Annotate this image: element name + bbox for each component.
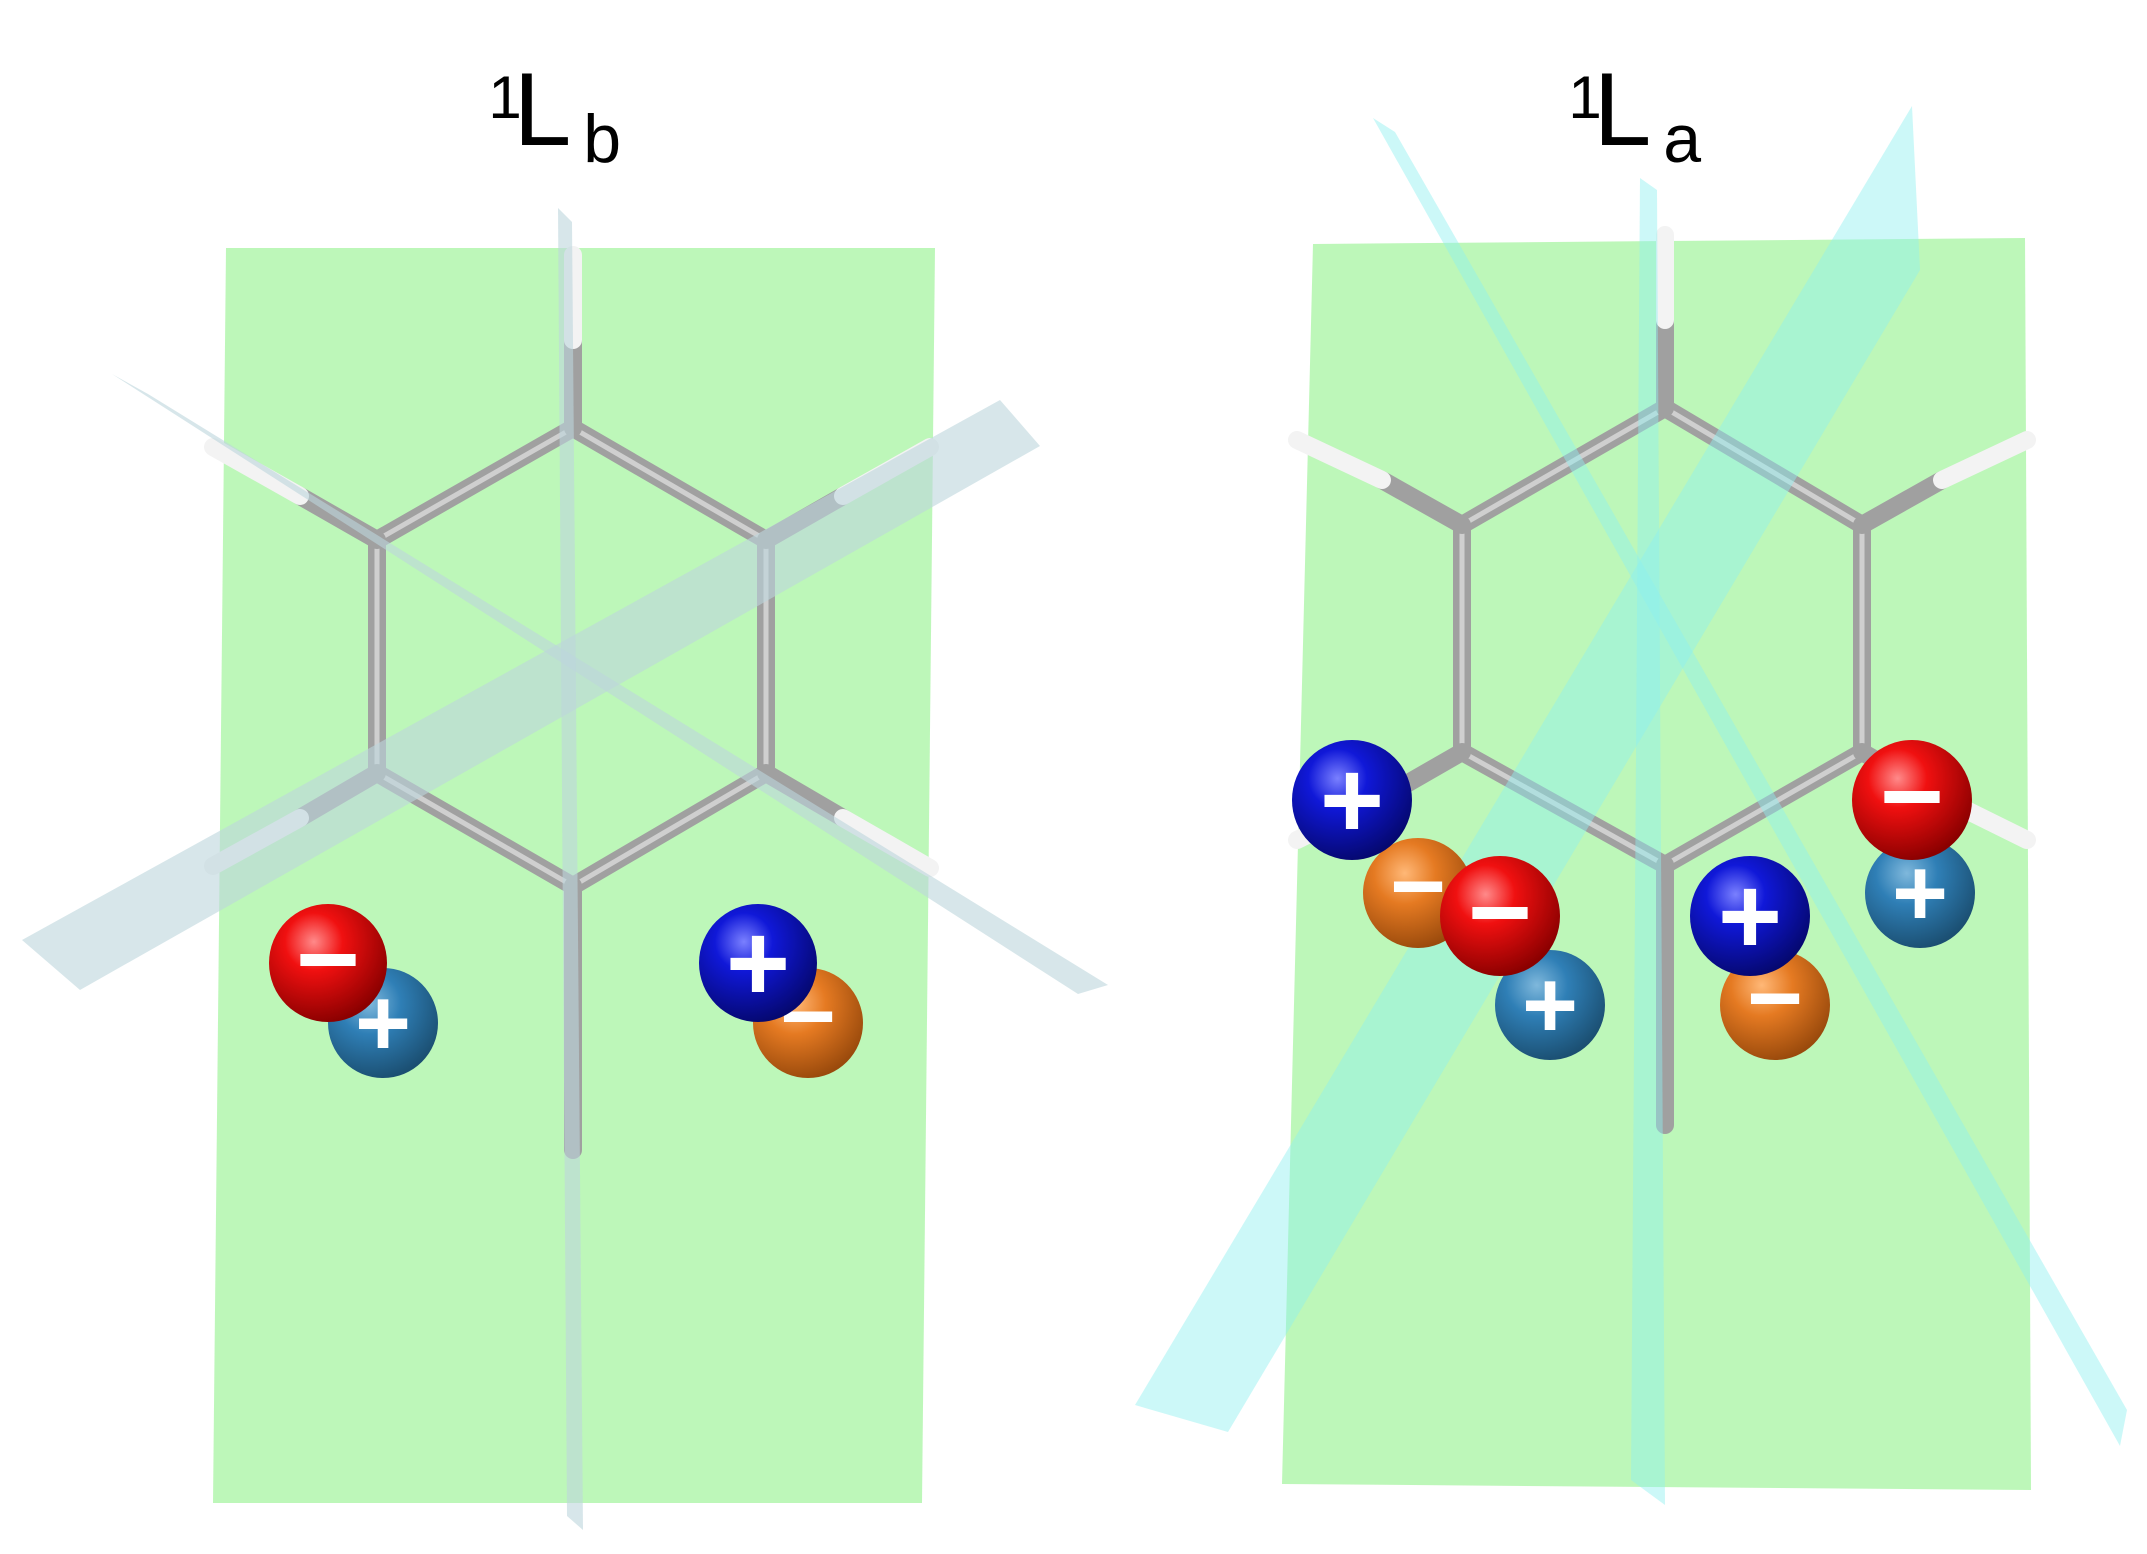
svg-text:+: +	[1718, 855, 1782, 978]
charge-pair-la-2: + −	[1440, 851, 1605, 1060]
symmetry-plane-lb-3	[22, 400, 1040, 990]
svg-text:+: +	[1320, 739, 1384, 862]
charge-small-la-2: +	[1495, 950, 1605, 1060]
symmetry-plane-lb-1	[558, 208, 583, 1530]
charge-large-lb-2: +	[699, 902, 817, 1025]
svg-text:−: −	[1468, 851, 1532, 974]
svg-text:−: −	[1880, 735, 1944, 858]
svg-text:−: −	[296, 898, 360, 1021]
charge-pair-lb-2: − +	[699, 902, 863, 1078]
charge-pair-la-3: − +	[1690, 855, 1830, 1060]
charge-large-lb-1: −	[269, 898, 387, 1022]
symmetry-plane-la-2	[1135, 106, 1920, 1432]
svg-text:+: +	[726, 902, 790, 1025]
symmetry-plane-la-1	[1373, 118, 2127, 1446]
svg-text:−: −	[1390, 833, 1446, 940]
charge-large-la-2: −	[1440, 851, 1560, 976]
charge-large-la-4: −	[1852, 735, 1972, 860]
svg-text:+: +	[1522, 952, 1578, 1059]
charge-large-la-1: +	[1292, 739, 1412, 862]
charge-pair-la-4: + −	[1852, 735, 1975, 948]
charge-pair-lb-1: + −	[269, 898, 438, 1078]
symmetry-plane-la-3	[1631, 178, 1665, 1505]
charge-large-la-3: +	[1690, 855, 1810, 978]
charge-pair-la-1: − +	[1292, 739, 1473, 948]
